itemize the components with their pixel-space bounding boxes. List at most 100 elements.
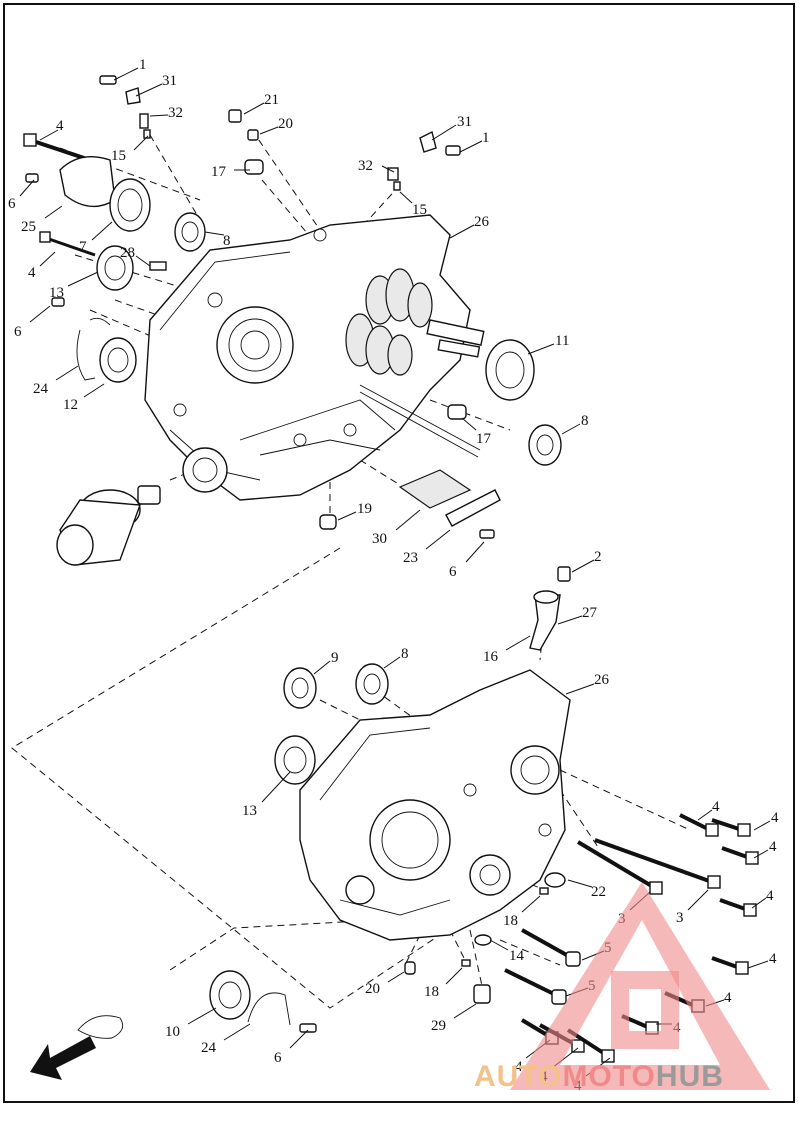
callout-number-c31a: 31 [162,73,177,89]
callout-number-c4h: 4 [724,990,732,1006]
speed-sensor [529,566,571,651]
callout-number-c4d: 4 [771,810,779,826]
leader-line-c24b [223,1023,251,1041]
leader-line-c23 [425,529,451,550]
automotohub-logo [510,882,770,1090]
leader-line-c21 [243,102,265,115]
callout-number-c14: 14 [509,948,525,964]
watermark-text-moto: MOTO [562,1060,656,1093]
callout-number-c11: 11 [555,333,569,349]
leader-line-c30 [395,509,421,531]
leader-line-c24a [55,365,79,381]
front-direction-arrow-icon [30,1015,124,1080]
leader-line-c1a [113,67,139,81]
transmission-gears [345,268,485,458]
watermark-text: AUTOMOTOHUB [474,1060,724,1094]
callout-number-c13a: 13 [49,285,64,301]
callout-number-c6b: 6 [14,324,22,340]
leader-line-c20a [259,126,279,135]
leader-line-c9 [313,660,331,675]
callout-number-c28: 28 [120,245,135,261]
callout-number-c32a: 32 [168,105,183,121]
watermark-text-auto: AUTO [474,1060,563,1093]
callout-number-c20a: 20 [278,116,293,132]
callout-number-c4g: 4 [769,951,777,967]
callout-number-c6a: 6 [8,196,16,212]
leader-line-c7 [91,221,113,241]
oil-filter [56,485,161,566]
callout-number-c15a: 15 [111,148,126,164]
leader-line-c25 [44,205,63,219]
callout-number-c12: 12 [63,397,78,413]
leader-line-c28 [135,255,151,267]
leader-line-c1b [459,140,483,153]
leader-line-c2 [571,559,595,573]
leader-line-c4d [753,820,771,831]
leader-line-c8b [561,423,581,435]
callout-number-c23: 23 [403,550,418,566]
callout-number-c6c: 6 [449,564,457,580]
leader-line-c6c [465,541,485,563]
callout-number-c19: 19 [357,501,372,517]
leader-line-c16 [505,635,531,651]
callout-layer: 1313215462574281382120173113215266241211… [8,57,779,1094]
callout-number-c31b: 31 [457,114,472,130]
leader-line-c20b [387,971,405,983]
leader-line-c19 [337,511,357,521]
callout-number-c1a: 1 [139,57,147,73]
watermark-text-hub: HUB [655,1060,724,1093]
leader-line-c13a [67,271,99,287]
leader-line-c13b [261,771,291,803]
callout-number-c22: 22 [591,884,606,900]
leader-line-c32b [381,165,395,173]
callout-number-c4c: 4 [712,799,720,815]
leader-line-c4b [39,251,56,267]
leader-line-c12 [83,383,105,398]
leader-line-c14 [489,939,509,951]
leader-line-c8a [204,231,225,236]
callout-number-c16: 16 [483,649,499,665]
leader-line-c31b [431,124,457,141]
upper-small-parts [23,75,562,566]
leader-line-c18b [445,967,463,985]
callout-number-c32b: 32 [358,158,373,174]
callout-number-c27: 27 [582,605,598,621]
leader-line-c18a [521,895,541,913]
callout-number-c3b: 3 [676,910,684,926]
callout-number-c4f: 4 [766,888,774,904]
callout-number-c4b: 4 [28,265,36,281]
callout-number-c29: 29 [431,1018,446,1034]
callout-number-c13b: 13 [242,803,257,819]
left-crankcase-half [144,214,485,501]
leader-line-c27 [557,615,583,625]
leader-line-c31a [135,83,163,97]
callout-number-c24a: 24 [33,381,49,397]
callout-number-c6d: 6 [274,1050,282,1066]
diagram-border [3,3,795,1103]
leader-line-c32a [149,114,169,117]
leader-line-c8c [383,656,401,669]
callout-number-c8c: 8 [401,646,409,662]
leader-line-c15a [133,135,149,151]
leader-line-c6a [19,179,35,197]
leader-line-c4a [39,129,59,141]
leader-line-c22 [567,879,593,888]
leader-line-c29 [453,1003,477,1019]
callout-number-c20b: 20 [365,981,380,997]
leader-line-c26a [449,224,475,239]
callout-number-c17b: 17 [476,431,492,447]
leader-line-c4e [753,849,769,859]
callout-number-c1b: 1 [482,130,490,146]
callout-number-c4e: 4 [769,839,777,855]
leader-line-c4c [697,809,713,821]
callout-number-c26b: 26 [594,672,610,688]
callout-number-c4j: 4 [515,1059,523,1075]
callout-number-c17a: 17 [211,164,227,180]
leader-line-c6b [29,305,51,323]
callout-number-c15b: 15 [412,202,427,218]
callout-number-c18b: 18 [424,984,439,1000]
callout-number-c26a: 26 [474,214,490,230]
leader-line-c6d [289,1029,309,1049]
